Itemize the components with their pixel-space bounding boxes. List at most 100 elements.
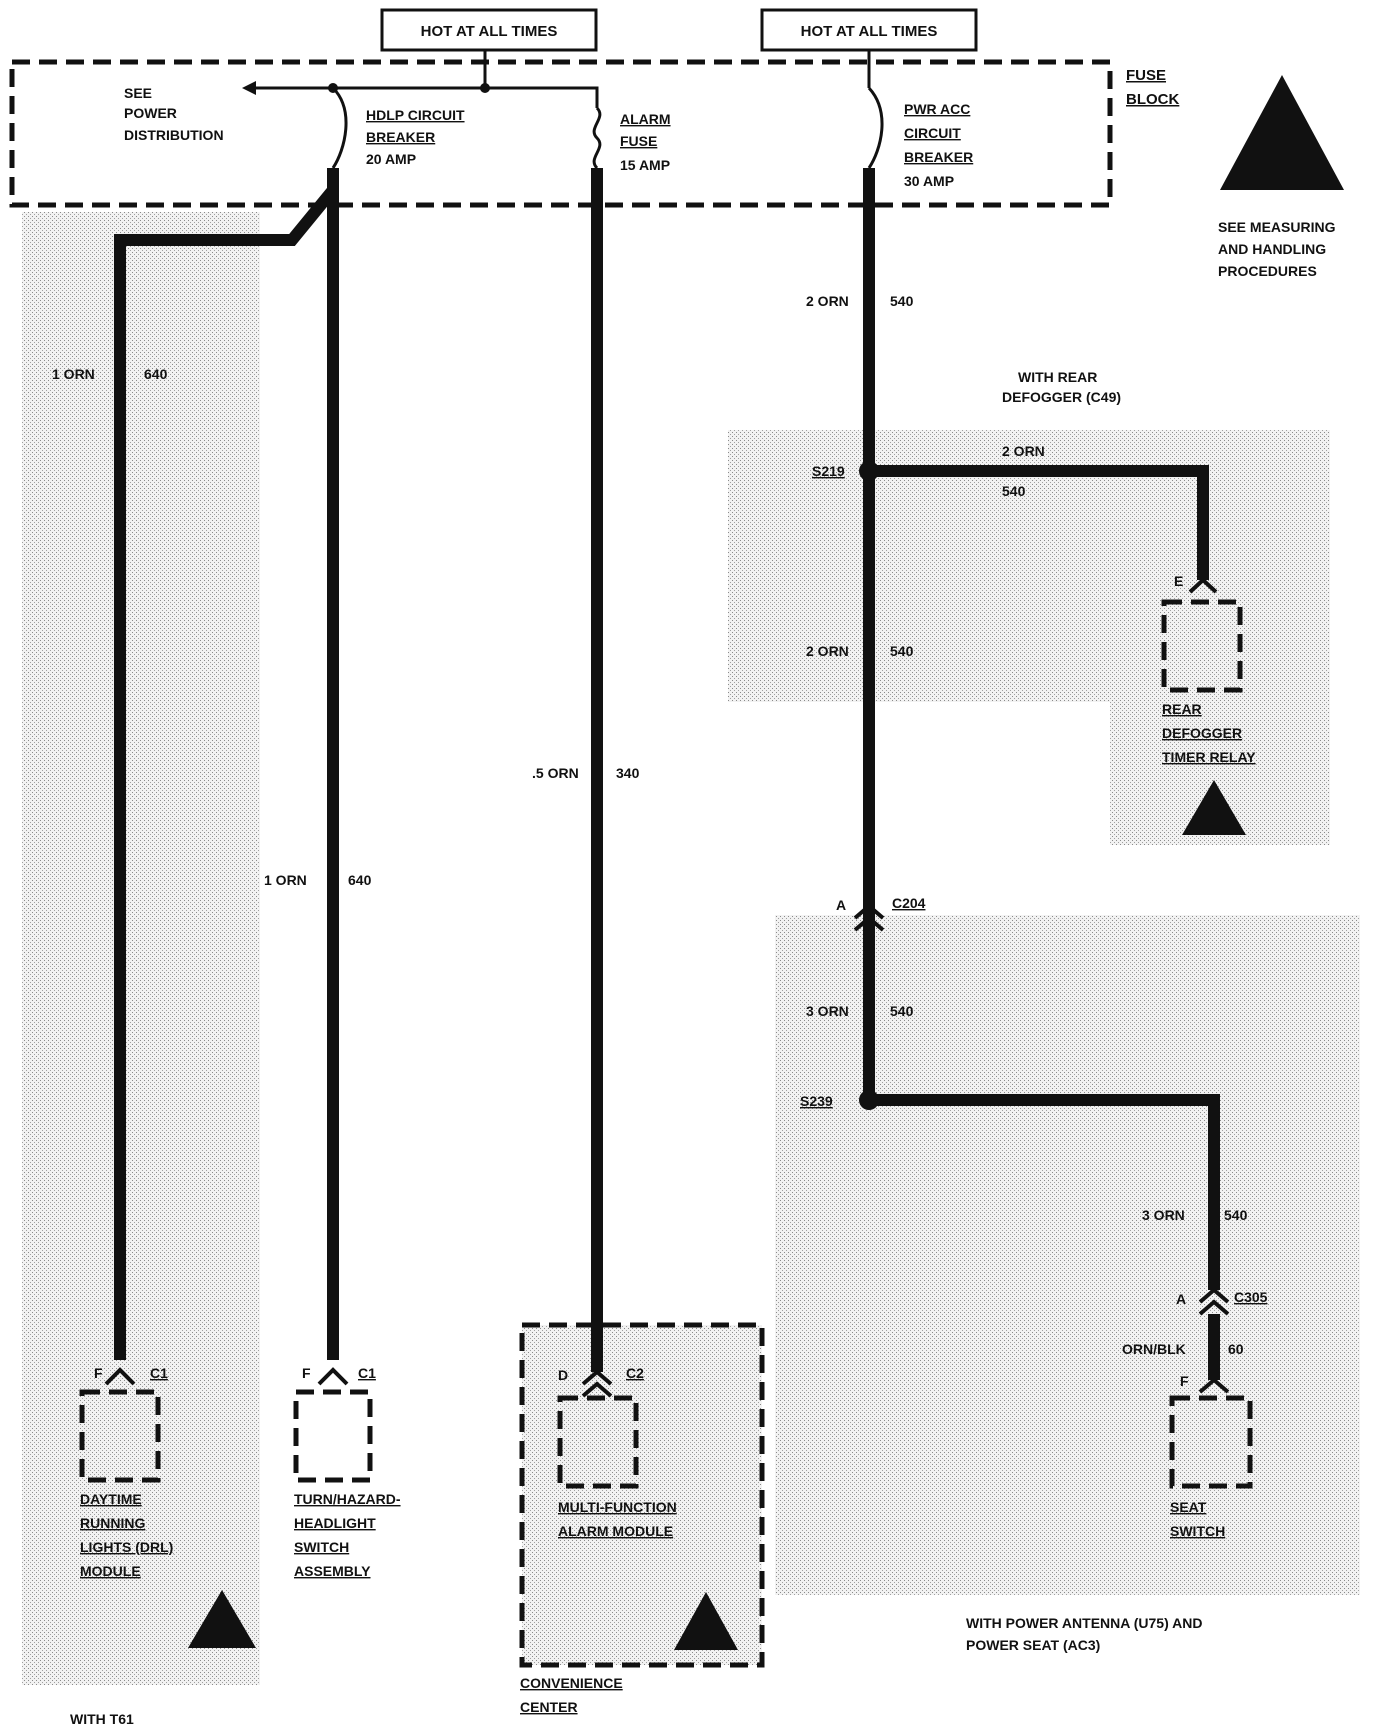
alarm-label-2: ALARM MODULE	[558, 1523, 673, 1539]
turn-label-2: HEADLIGHT	[294, 1515, 376, 1531]
fuse-block	[9, 59, 1113, 208]
seat-label-2: SWITCH	[1170, 1523, 1225, 1539]
wire2-circuit: 640	[348, 872, 372, 888]
hdlp-label-2: BREAKER	[366, 129, 435, 145]
power-antenna-option-1: WITH POWER ANTENNA (U75) AND	[966, 1615, 1202, 1631]
wire9-circuit: 60	[1228, 1341, 1244, 1357]
wire6-circuit: 540	[890, 643, 914, 659]
t61-region-lower	[22, 1455, 260, 1685]
defog-esd-icon	[1182, 780, 1246, 835]
convenience-center	[519, 1322, 765, 1668]
t61-option: WITH T61	[70, 1711, 134, 1727]
pwr-acc-breaker-symbol	[867, 86, 884, 169]
alarm-label-1: MULTI-FUNCTION	[558, 1499, 677, 1515]
defog-label-3: TIMER RELAY	[1162, 749, 1256, 765]
turn-connector	[317, 1367, 349, 1386]
multi-function-alarm-module	[557, 1395, 639, 1489]
pwr-acc-1: PWR ACC	[904, 101, 970, 117]
seat-label-1: SEAT	[1170, 1499, 1207, 1515]
drl-label-1: DAYTIME	[80, 1491, 142, 1507]
drl-esd-icon	[188, 1590, 256, 1648]
splice-s239-label: S239	[800, 1093, 833, 1109]
wire3-circuit: 340	[616, 765, 640, 781]
pwr-acc-3: BREAKER	[904, 149, 973, 165]
alarm-pin: D	[558, 1367, 568, 1383]
splice-s219-label: S219	[812, 463, 845, 479]
hdlp-breaker-symbol	[331, 86, 348, 169]
wire8-color: 3 ORN	[1142, 1207, 1185, 1223]
defog-label-2: DEFOGGER	[1162, 725, 1242, 741]
defog-connector	[1188, 577, 1218, 594]
fuse-block-label-2: BLOCK	[1126, 91, 1179, 108]
wire1-circuit: 640	[144, 366, 168, 382]
rear-defog-option-2: DEFOGGER (C49)	[1002, 389, 1121, 405]
esd-note-1: SEE MEASURING	[1218, 219, 1336, 235]
power-dist-1: SEE	[124, 85, 152, 101]
rear-defog-option-1: WITH REAR	[1018, 369, 1097, 385]
wire-540-defog	[869, 465, 1209, 580]
alarm-fuse-3: 15 AMP	[620, 157, 670, 173]
drl-pin: F	[94, 1365, 103, 1381]
t61-region	[22, 212, 260, 1682]
c204-label: C204	[892, 895, 926, 911]
alarm-feed	[485, 86, 599, 108]
power-dist-2: POWER	[124, 105, 177, 121]
wire6-color: 2 ORN	[806, 643, 849, 659]
esd-note-2: AND HANDLING	[1218, 241, 1326, 257]
hdlp-label-3: 20 AMP	[366, 151, 416, 167]
hot-label-2: HOT AT ALL TIMES	[801, 23, 938, 40]
defog-label-1: REAR	[1162, 701, 1202, 717]
feed-bus	[250, 50, 487, 90]
power-dist-3: DISTRIBUTION	[124, 127, 224, 143]
wire4-color: 2 ORN	[806, 293, 849, 309]
turn-label-1: TURN/HAZARD-	[294, 1491, 401, 1507]
alarm-esd-icon	[674, 1592, 738, 1650]
wire7-circuit: 540	[890, 1003, 914, 1019]
wire5-circuit: 540	[1002, 483, 1026, 499]
wire-540-seat	[869, 1094, 1220, 1290]
alarm-conn: C2	[626, 1365, 644, 1381]
turn-conn: C1	[358, 1365, 376, 1381]
drl-connector	[104, 1367, 136, 1386]
turn-hazard-switch	[293, 1389, 373, 1483]
wire5-color: 2 ORN	[1002, 443, 1045, 459]
hot-box-1	[380, 8, 598, 52]
c305-connector	[1198, 1287, 1230, 1316]
hot-label-1: HOT AT ALL TIMES	[421, 23, 558, 40]
pwr-acc-4: 30 AMP	[904, 173, 954, 189]
wire7-color: 3 ORN	[806, 1003, 849, 1019]
c305-pin: A	[1176, 1291, 1186, 1307]
turn-label-3: SWITCH	[294, 1539, 349, 1555]
esd-warning-icon	[1220, 75, 1344, 190]
power-antenna-option-2: POWER SEAT (AC3)	[966, 1637, 1100, 1653]
rear-defogger-timer-relay	[1161, 599, 1243, 693]
fuse-block-label: FUSE	[1126, 67, 1166, 84]
defog-pin: E	[1174, 573, 1183, 589]
wire2-color: 1 ORN	[264, 872, 307, 888]
alarm-fuse-symbol	[592, 106, 602, 170]
turn-label-4: ASSEMBLY	[294, 1563, 371, 1579]
wire1-color: 1 ORN	[52, 366, 95, 382]
seat-connector	[1198, 1377, 1230, 1394]
c204-pin: A	[836, 897, 846, 913]
wire4-circuit: 540	[890, 293, 914, 309]
conv-label-1: CONVENIENCE	[520, 1675, 623, 1691]
conv-label-2: CENTER	[520, 1699, 578, 1715]
wire8-circuit: 540	[1224, 1207, 1248, 1223]
turn-pin: F	[302, 1365, 311, 1381]
drl-label-2: RUNNING	[80, 1515, 145, 1531]
drl-label-4: MODULE	[80, 1563, 141, 1579]
wire9-color: ORN/BLK	[1122, 1341, 1186, 1357]
alarm-fuse-1: ALARM	[620, 111, 671, 127]
c204-connector	[853, 903, 885, 932]
c305-label: C305	[1234, 1289, 1268, 1305]
esd-note-3: PROCEDURES	[1218, 263, 1317, 279]
seat-pin: F	[1180, 1373, 1189, 1389]
seat-switch	[1169, 1395, 1253, 1489]
drl-module	[79, 1389, 161, 1483]
drl-label-3: LIGHTS (DRL)	[80, 1539, 173, 1555]
wire3-color: .5 ORN	[532, 765, 579, 781]
pwr-acc-2: CIRCUIT	[904, 125, 961, 141]
drl-conn: C1	[150, 1365, 168, 1381]
